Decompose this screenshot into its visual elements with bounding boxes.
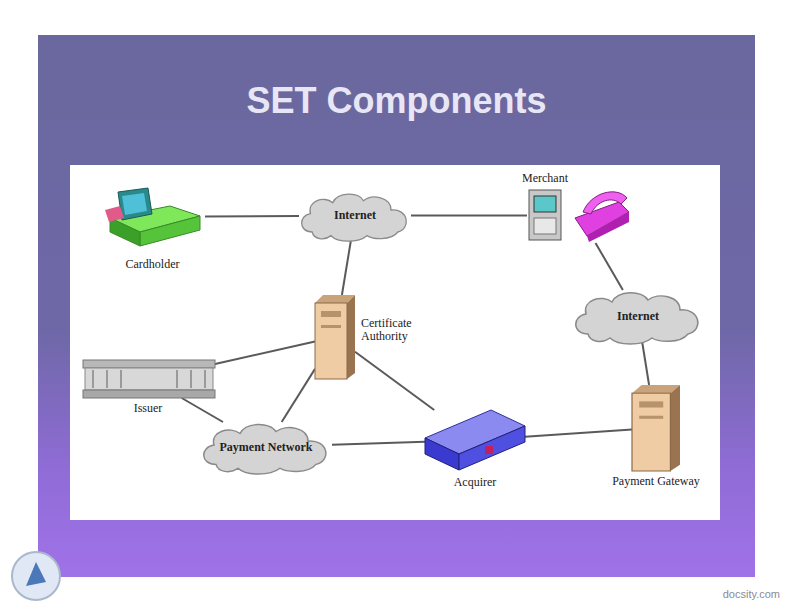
network-cloud: Internet [295,188,415,243]
connector-line [342,239,351,295]
connector-line [596,243,623,290]
watermark: docsity.com [723,588,780,600]
component-label: Acquirer [425,476,525,489]
connector-line [182,398,223,422]
network-cloud: Internet [568,286,708,346]
set-component: Certificate Authority [315,295,355,379]
set-component: Issuer [83,360,215,398]
connector-line [215,342,315,365]
set-component: Acquirer [425,410,525,470]
cloud-label: Internet [582,286,694,346]
connector-line [282,369,315,422]
slide-title: SET Components [38,80,755,122]
network-cloud: Payment Network [196,418,336,476]
acquirer-icon [425,410,525,470]
component-label: Certificate Authority [361,317,431,343]
connector-line [525,430,632,437]
set-component: Payment Gateway [632,385,680,471]
connector-line [642,342,649,385]
connector-line [411,215,527,217]
cloud-label: Internet [309,188,401,243]
set-component: Merchant [527,188,632,243]
bank-icon [83,360,215,398]
component-label: Merchant [507,172,583,185]
logo-badge [8,548,64,604]
server-icon [632,385,680,471]
component-label: Issuer [103,402,193,415]
set-component: Cardholder [100,188,205,246]
connector-line [355,352,434,410]
server-icon [315,295,355,379]
connector-line [332,442,425,445]
component-label: Cardholder [100,258,205,271]
cloud-label: Payment Network [210,418,322,476]
component-label: Payment Gateway [611,475,701,488]
computer-icon [100,188,205,246]
merchant-icon [527,188,632,243]
connector-line [205,215,299,218]
